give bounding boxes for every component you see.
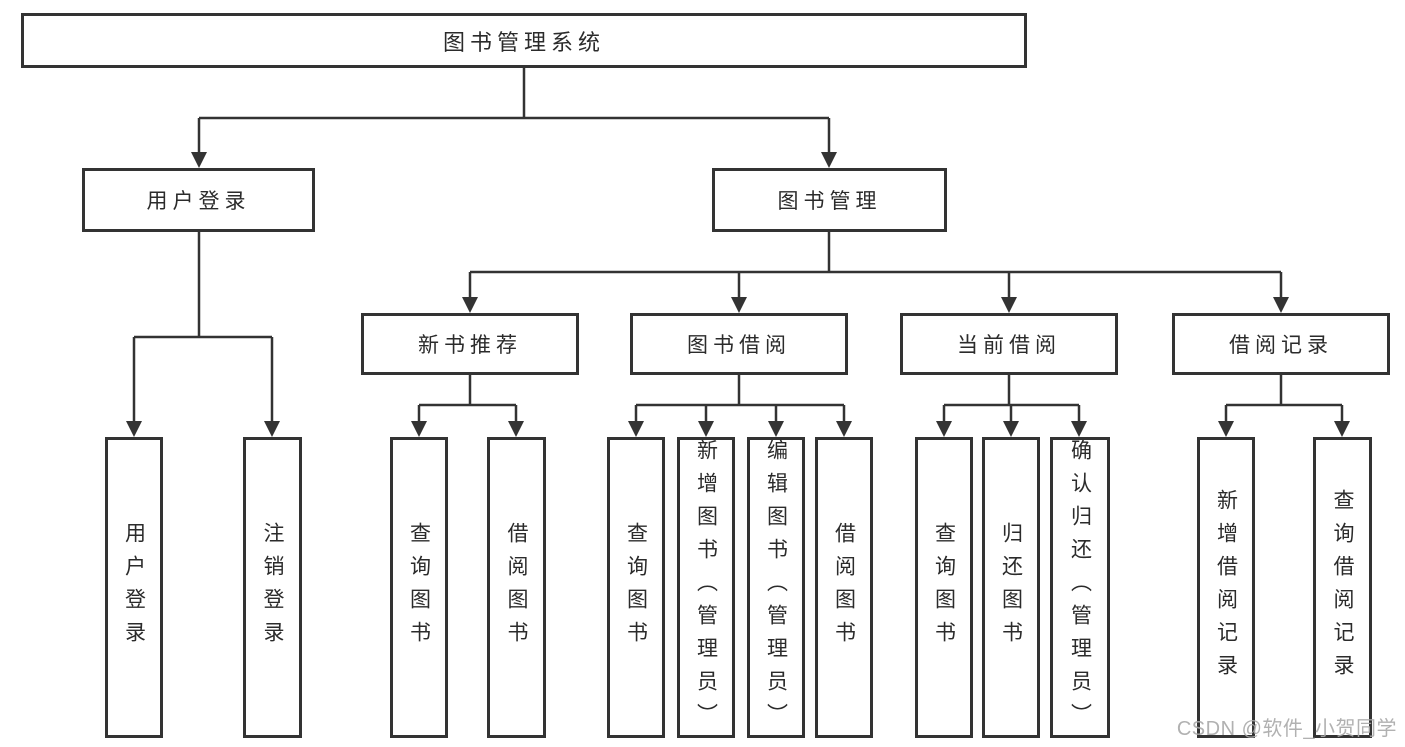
arrowhead-icon	[1003, 421, 1019, 437]
connector-branch	[628, 375, 852, 437]
arrowhead-icon	[936, 421, 952, 437]
leaf-search-books-current: 查询图书	[915, 437, 973, 738]
arrowhead-icon	[462, 297, 478, 313]
node-label: 借阅图书	[505, 521, 528, 654]
leaf-confirm-return-admin: 确认归还（管理员）	[1050, 437, 1110, 738]
arrowhead-icon	[411, 421, 427, 437]
leaf-borrow-books-recommend: 借阅图书	[487, 437, 546, 738]
arrowhead-icon	[821, 152, 837, 168]
arrowhead-icon	[191, 152, 207, 168]
node-label: 图书借阅	[687, 334, 791, 357]
node-label: 图书管理	[777, 190, 882, 213]
leaf-search-books-borrow: 查询图书	[607, 437, 665, 738]
node-label: 查询图书	[407, 521, 431, 654]
leaf-edit-book-admin: 编辑图书（管理员）	[747, 437, 805, 738]
leaf-logout: 注销登录	[243, 437, 302, 738]
connector-branch	[462, 232, 1289, 313]
node-label: 归还图书	[999, 521, 1023, 654]
leaf-return-books: 归还图书	[982, 437, 1040, 738]
arrowhead-icon	[628, 421, 644, 437]
node-book-borrowing: 图书借阅	[630, 313, 848, 375]
leaf-search-borrow-record: 查询借阅记录	[1313, 437, 1372, 738]
node-borrowing-records: 借阅记录	[1172, 313, 1390, 375]
leaf-borrow-books: 借阅图书	[815, 437, 873, 738]
node-label: 确认归还（管理员）	[1068, 439, 1092, 736]
node-label: 查询图书	[932, 521, 956, 654]
node-label: 查询借阅记录	[1331, 488, 1354, 687]
arrowhead-icon	[126, 421, 142, 437]
leaf-add-book-admin: 新增图书（管理员）	[677, 437, 735, 738]
node-label: 图书管理系统	[442, 29, 605, 55]
arrowhead-icon	[836, 421, 852, 437]
arrowhead-icon	[1001, 297, 1017, 313]
connector-branch	[126, 232, 280, 437]
connector-branch	[1218, 375, 1350, 437]
connector-branch	[936, 375, 1087, 437]
leaf-user-login: 用户登录	[105, 437, 163, 738]
arrowhead-icon	[768, 421, 784, 437]
arrowhead-icon	[264, 421, 280, 437]
node-label: 借阅图书	[832, 521, 856, 654]
node-library-management-system: 图书管理系统	[21, 13, 1027, 68]
node-current-borrowing: 当前借阅	[900, 313, 1118, 375]
node-label: 注销登录	[261, 521, 284, 654]
arrowhead-icon	[698, 421, 714, 437]
arrowhead-icon	[1218, 421, 1234, 437]
node-label: 借阅记录	[1229, 334, 1333, 357]
leaf-search-books-recommend: 查询图书	[390, 437, 448, 738]
node-label: 用户登录	[146, 190, 251, 213]
arrowhead-icon	[1071, 421, 1087, 437]
node-label: 新书推荐	[418, 334, 522, 357]
node-label: 新增借阅记录	[1214, 488, 1238, 687]
connector-branch	[411, 375, 524, 437]
arrowhead-icon	[731, 297, 747, 313]
node-label: 查询图书	[624, 521, 648, 654]
node-label: 用户登录	[122, 521, 146, 654]
arrowhead-icon	[1273, 297, 1289, 313]
node-label: 编辑图书（管理员）	[764, 439, 788, 736]
node-label: 新增图书（管理员）	[694, 439, 718, 736]
connector-branch	[191, 68, 837, 168]
arrowhead-icon	[508, 421, 524, 437]
node-user-login: 用户登录	[82, 168, 315, 232]
csdn-watermark: CSDN @软件_小贺同学	[1176, 718, 1397, 740]
node-label: 当前借阅	[957, 334, 1061, 357]
node-new-book-recommendation: 新书推荐	[361, 313, 579, 375]
leaf-add-borrow-record: 新增借阅记录	[1197, 437, 1255, 738]
node-book-management: 图书管理	[712, 168, 947, 232]
arrowhead-icon	[1334, 421, 1350, 437]
